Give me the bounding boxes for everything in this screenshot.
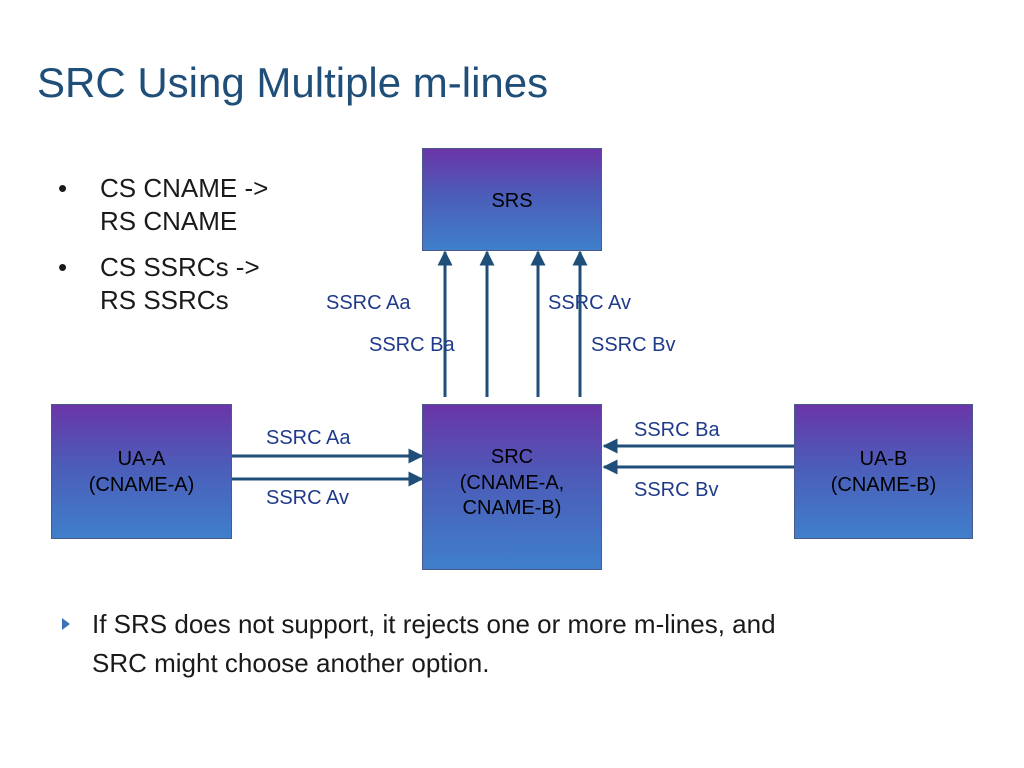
- ua-a-box: UA-A (CNAME-A): [51, 404, 232, 539]
- srs-box-label: SRS: [491, 190, 533, 212]
- ua-a-box-cname: (CNAME-A): [88, 473, 195, 496]
- label-uab-ssrc-ba: SSRC Ba: [634, 419, 720, 441]
- label-src-srs-ssrc-av: SSRC Av: [548, 292, 631, 314]
- src-box-label: SRC: [490, 446, 534, 468]
- footnote-line: SRC might choose another option.: [92, 648, 490, 678]
- label-uab-ssrc-bv: SSRC Bv: [634, 479, 719, 501]
- bullet-marker: •: [58, 252, 68, 282]
- triangle-bullet-icon: [62, 618, 70, 630]
- bullet-line: CS CNAME ->: [100, 173, 269, 203]
- bullet-line: RS CNAME: [100, 205, 238, 236]
- src-box-cname-a: (CNAME-A,: [459, 471, 565, 494]
- bullet-item-cname: • CS CNAME -> RS CNAME: [58, 172, 358, 237]
- footnote: If SRS does not support, it rejects one …: [62, 605, 962, 683]
- label-src-srs-ssrc-bv: SSRC Bv: [591, 334, 676, 356]
- srs-box: SRS: [422, 148, 602, 251]
- ua-b-box: UA-B (CNAME-B): [794, 404, 973, 539]
- slide-title: SRC Using Multiple m-lines: [37, 59, 549, 106]
- bullet-line: RS SSRCs: [100, 284, 229, 315]
- footnote-text: If SRS does not support, it rejects one …: [62, 605, 962, 683]
- src-box-cname-b: CNAME-B): [462, 497, 562, 520]
- label-uaa-ssrc-aa: SSRC Aa: [266, 427, 351, 449]
- ua-b-box-label: UA-B: [859, 448, 908, 470]
- ua-a-box-label: UA-A: [117, 448, 166, 470]
- bullet-marker: •: [58, 173, 68, 203]
- label-uaa-ssrc-av: SSRC Av: [266, 487, 349, 509]
- bullet-line: CS SSRCs ->: [100, 252, 260, 282]
- src-box: SRC (CNAME-A, CNAME-B): [422, 404, 602, 570]
- label-src-srs-ssrc-ba: SSRC Ba: [369, 334, 455, 356]
- ua-b-box-cname: (CNAME-B): [830, 473, 937, 496]
- bullet-list: • CS CNAME -> RS CNAME • CS SSRCs -> RS …: [58, 172, 358, 330]
- bullet-item-ssrcs: • CS SSRCs -> RS SSRCs: [58, 251, 358, 316]
- footnote-line: If SRS does not support, it rejects one …: [92, 609, 776, 639]
- label-src-srs-ssrc-aa: SSRC Aa: [326, 292, 411, 314]
